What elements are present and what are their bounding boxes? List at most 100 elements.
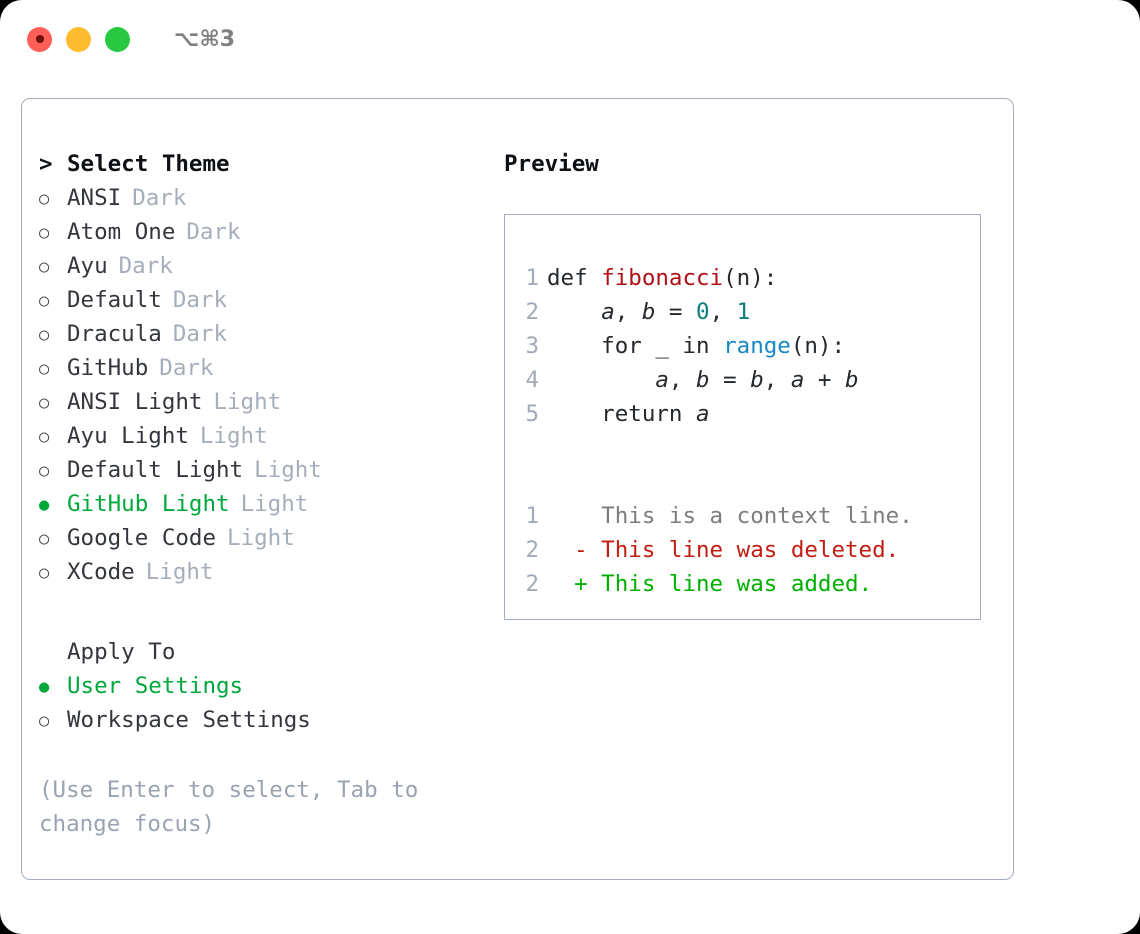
code-token: return — [547, 401, 697, 427]
theme-name: XCode — [67, 559, 135, 585]
radio-unselected-icon[interactable]: ○ — [39, 461, 50, 481]
code-token: (n): — [790, 333, 846, 359]
theme-variant-tag: Dark — [159, 355, 214, 381]
code-line-content: return a — [547, 397, 710, 431]
radio-unselected-icon[interactable]: ○ — [39, 291, 50, 311]
code-token: a — [696, 401, 710, 427]
theme-list-item[interactable]: ○ Ayu Dark — [39, 253, 502, 287]
diff-line: 1 This is a context line. — [505, 499, 980, 533]
code-line-content: for _ in range(n): — [547, 329, 845, 363]
apply-to-option[interactable]: ○ Workspace Settings — [39, 707, 502, 741]
select-theme-heading: > Select Theme — [39, 151, 502, 185]
apply-to-heading-label: Apply To — [67, 639, 176, 665]
apply-to-option[interactable]: ● User Settings — [39, 673, 502, 707]
radio-unselected-icon[interactable]: ○ — [39, 257, 50, 277]
theme-list-item[interactable]: ○ XCode Light — [39, 559, 502, 593]
code-token: for _ in — [547, 333, 724, 359]
close-window-button[interactable] — [27, 26, 52, 52]
theme-name: ANSI — [67, 185, 122, 211]
theme-variant-tag: Light — [240, 491, 309, 517]
radio-unselected-icon[interactable]: ○ — [39, 189, 50, 209]
theme-name: Ayu Light — [67, 423, 189, 449]
code-token: b — [696, 367, 710, 393]
theme-list-item[interactable]: ● GitHub Light Light — [39, 491, 502, 525]
radio-unselected-icon[interactable]: ○ — [39, 325, 50, 345]
theme-variant-tag: Light — [145, 559, 214, 585]
diff-line-content: This is a context line. — [547, 503, 913, 529]
diff-line: 2 - This line was deleted. — [505, 533, 980, 567]
line-number: 2 — [525, 537, 539, 563]
spacer — [505, 465, 980, 499]
theme-variant-tag: Dark — [118, 253, 173, 279]
code-token: , — [763, 367, 791, 393]
code-token — [547, 367, 655, 393]
theme-list-item[interactable]: ○ Google Code Light — [39, 525, 502, 559]
code-line-content: a, b = b, a + b — [547, 363, 859, 397]
code-token: = — [709, 367, 751, 393]
radio-unselected-icon[interactable]: ○ — [39, 711, 50, 731]
apply-to-option-label: Workspace Settings — [67, 707, 311, 733]
theme-name: Dracula — [67, 321, 162, 347]
apply-to-option-label: User Settings — [67, 673, 244, 699]
title-bar: ⌥⌘3 — [0, 0, 1140, 78]
theme-variant-tag: Dark — [172, 287, 228, 313]
theme-list-item[interactable]: ○ Default Dark — [39, 287, 502, 321]
code-token: 1 — [736, 299, 751, 325]
theme-variant-tag: Light — [254, 457, 322, 483]
line-number: 1 — [525, 503, 539, 529]
radio-unselected-icon[interactable]: ○ — [39, 529, 50, 549]
keyboard-hint-text: (Use Enter to select, Tab to change focu… — [39, 777, 432, 837]
caret-icon: > — [39, 151, 53, 177]
code-line: 1 def fibonacci(n): — [505, 261, 980, 295]
radio-selected-icon[interactable]: ● — [39, 677, 50, 697]
theme-name: GitHub — [67, 355, 149, 381]
theme-name: Default — [67, 287, 162, 313]
traffic-light-group — [27, 26, 130, 52]
theme-name: Ayu — [67, 253, 108, 279]
code-token: range — [723, 333, 791, 359]
radio-unselected-icon[interactable]: ○ — [39, 223, 50, 243]
theme-list-item[interactable]: ○ ANSI Light Light — [39, 389, 502, 423]
theme-list-item[interactable]: ○ ANSI Dark — [39, 185, 502, 219]
maximize-window-button[interactable] — [105, 26, 130, 52]
radio-unselected-icon[interactable]: ○ — [39, 359, 50, 379]
code-token: a — [790, 367, 805, 393]
code-token: b — [641, 299, 656, 325]
diff-line: 2 + This line was added. — [505, 567, 980, 601]
radio-unselected-icon[interactable]: ○ — [39, 427, 50, 447]
code-token: b — [845, 367, 859, 393]
code-token: a — [655, 367, 669, 393]
theme-variant-tag: Light — [213, 389, 282, 415]
line-number: 1 — [525, 265, 539, 291]
diff-line-content: + This line was added. — [547, 571, 873, 597]
radio-unselected-icon[interactable]: ○ — [39, 563, 50, 583]
theme-name: ANSI Light — [67, 389, 203, 415]
minimize-window-button[interactable] — [66, 26, 91, 52]
theme-variant-tag: Dark — [132, 185, 187, 211]
code-token: b — [750, 367, 764, 393]
radio-selected-icon[interactable]: ● — [39, 495, 50, 515]
code-token: 0 — [696, 299, 710, 325]
theme-name: GitHub Light — [67, 491, 230, 517]
code-line: 5 return a — [505, 397, 980, 431]
apply-to-heading: ○ Apply To — [39, 639, 502, 673]
theme-variant-tag: Light — [227, 525, 295, 551]
radio-unselected-icon[interactable]: ○ — [39, 393, 50, 413]
code-line-content: def fibonacci(n): — [547, 261, 777, 295]
theme-name: Google Code — [67, 525, 217, 551]
line-number: 4 — [525, 367, 539, 393]
theme-list-item[interactable]: ○ GitHub Dark — [39, 355, 502, 389]
theme-name: Default Light — [67, 457, 244, 483]
blank-marker: ○ — [39, 642, 67, 662]
theme-list-item[interactable]: ○ Default Light Light — [39, 457, 502, 491]
select-theme-heading-label: Select Theme — [67, 151, 230, 177]
code-token: , — [668, 367, 697, 393]
